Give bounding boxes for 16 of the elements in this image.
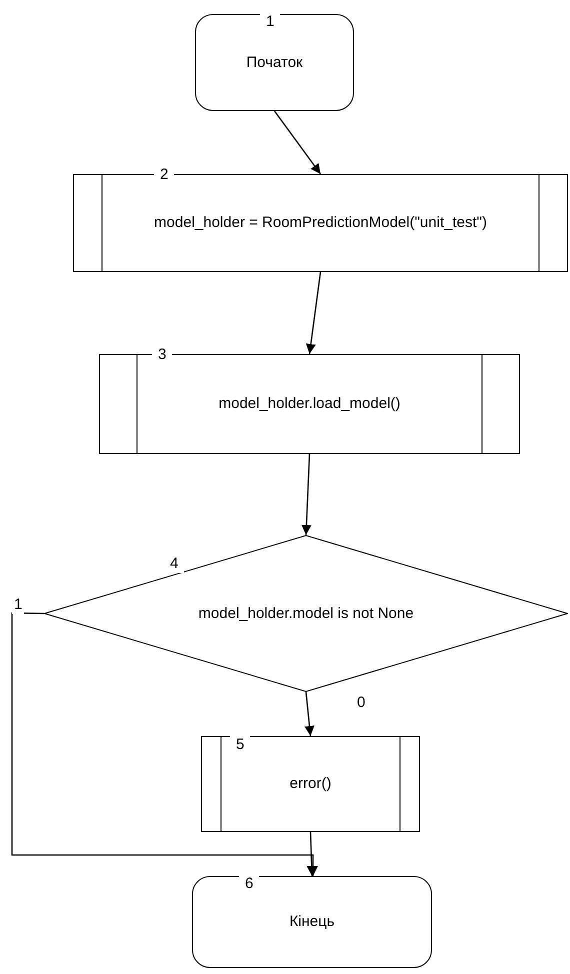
step-text: model_holder.load_model() <box>218 394 402 414</box>
terminator-shape <box>195 14 354 111</box>
terminator-shape <box>192 876 432 968</box>
arrow <box>11 612 318 876</box>
arrow <box>274 110 322 174</box>
step-text: Кінець <box>288 912 336 932</box>
step-text: model_holder = RoomPredictionModel("unit_test") <box>153 213 488 233</box>
decision-diamond <box>44 535 568 692</box>
subroutine-box <box>201 736 420 832</box>
arrow <box>306 272 322 354</box>
condition-text: model_holder.model is not None <box>197 604 415 624</box>
step-text: error() <box>288 774 332 794</box>
step-text: Початок <box>245 52 304 72</box>
arrow <box>301 454 312 536</box>
edge-label: 1 <box>12 596 24 614</box>
arrow <box>304 692 314 736</box>
